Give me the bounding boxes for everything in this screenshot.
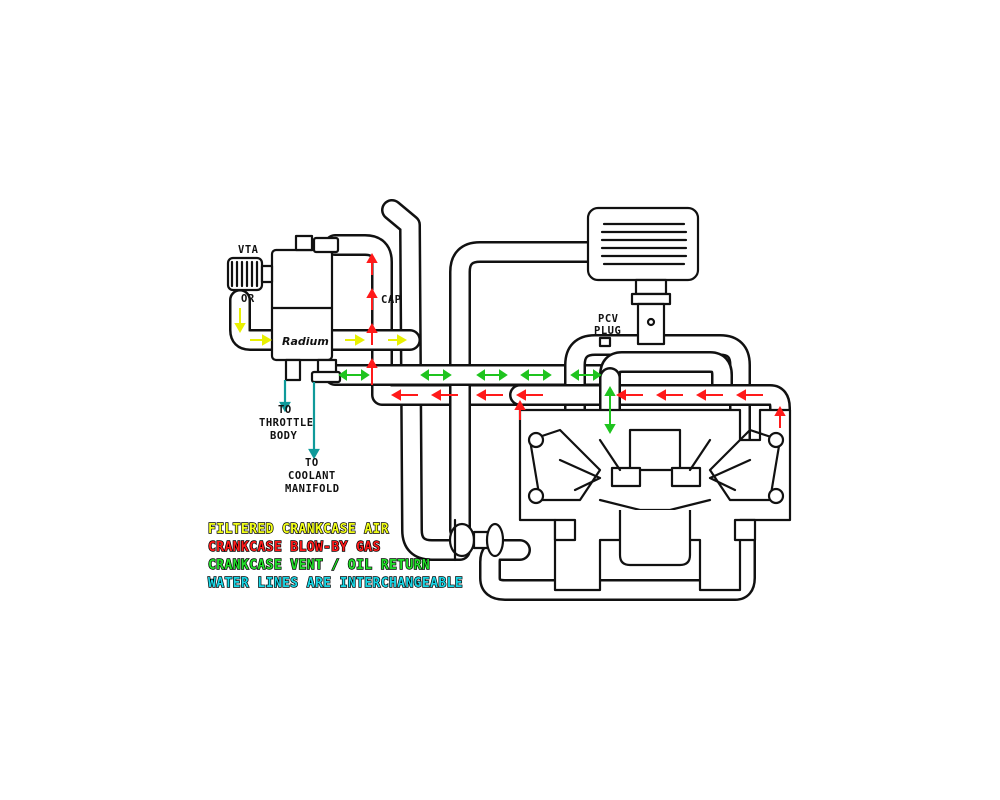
legend-water-lines: WATER LINES ARE INTERCHANGEABLE [208,576,463,591]
catch-can: Radium [270,234,342,384]
water-valve [448,518,505,562]
brand-text: Radium [282,335,329,348]
flow-vent-oil [338,369,616,435]
legend: FILTERED CRANKCASE AIR CRANKCASE BLOW-BY… [207,521,463,591]
legend-vent-oil: CRANKCASE VENT / OIL RETURN [208,558,430,573]
coolant-label-line1: TO [305,457,319,469]
flow-water-lines [279,380,320,460]
vta-filter-icon [226,256,274,292]
throttle-label-line2: THROTTLE [259,417,314,429]
intake-air-box [586,206,700,346]
throttle-label-line3: BODY [270,430,297,442]
flow-blow-by [366,252,786,428]
vta-label: VTA [238,244,259,256]
coolant-label-line3: MANIFOLD [285,483,340,495]
engine-block [518,336,792,592]
pcv-label-line1: PCV [598,313,619,325]
labels: VTA OR CAP PCV PLUG TO THROTTLE BODY TO … [238,244,621,495]
or-label: OR [241,293,255,305]
coolant-label-line2: COOLANT [288,470,336,482]
flow-filtered-air [234,308,408,346]
pcv-label-line2: PLUG [594,325,621,337]
legend-filtered-air: FILTERED CRANKCASE AIR [208,522,389,537]
throttle-label-line1: TO [278,404,292,416]
pipes [229,199,791,601]
cap-label: CAP [381,294,401,306]
legend-blow-by: CRANKCASE BLOW-BY GAS [208,540,381,555]
